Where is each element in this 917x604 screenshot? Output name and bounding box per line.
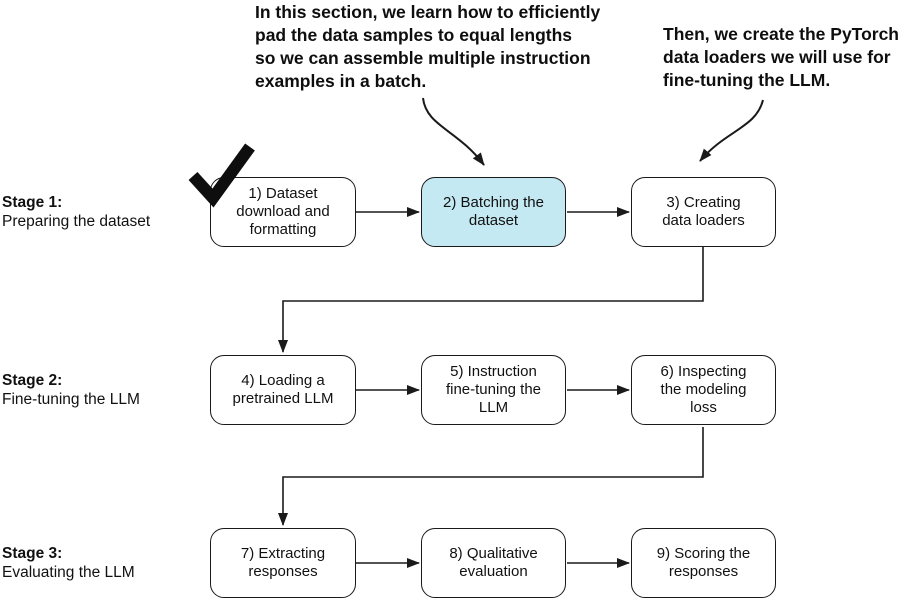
flow-box-8: 8) Qualitative evaluation: [421, 528, 566, 598]
flow-box-3: 3) Creating data loaders: [631, 177, 776, 247]
flow-box-1: 1) Dataset download and formatting: [210, 177, 356, 247]
annotation-dataloader-note: Then, we create the PyTorch data loaders…: [663, 24, 899, 90]
connector-row2-row3: [278, 427, 704, 526]
flow-box-6: 6) Inspecting the modeling loss: [631, 355, 776, 425]
annotation-batching-note: In this section, we learn how to efficie…: [255, 2, 601, 91]
stage-3-subtitle: Evaluating the LLM: [2, 564, 135, 581]
stage-1-subtitle: Preparing the dataset: [2, 213, 151, 230]
stage-1-label: Stage 1: Preparing the dataset: [2, 193, 150, 231]
stage-3-label: Stage 3: Evaluating the LLM: [2, 544, 135, 582]
flow-box-5: 5) Instruction fine-tuning the LLM: [421, 355, 566, 425]
stage-3-title: Stage 3:: [2, 545, 63, 562]
stage-1-title: Stage 1:: [2, 194, 63, 211]
flow-box-7: 7) Extracting responses: [210, 528, 356, 598]
stage-2-label: Stage 2: Fine-tuning the LLM: [2, 371, 140, 409]
flow-box-9: 9) Scoring the responses: [631, 528, 776, 598]
stage-2-subtitle: Fine-tuning the LLM: [2, 391, 140, 408]
annotation-arrow-batching: [422, 97, 485, 166]
flow-box-2: 2) Batching the dataset: [421, 177, 566, 247]
stage-2-title: Stage 2:: [2, 372, 63, 389]
annotation-arrow-dataloaders: [699, 99, 764, 162]
flow-box-4: 4) Loading a pretrained LLM: [210, 355, 356, 425]
connector-row1-row2: [278, 247, 704, 353]
